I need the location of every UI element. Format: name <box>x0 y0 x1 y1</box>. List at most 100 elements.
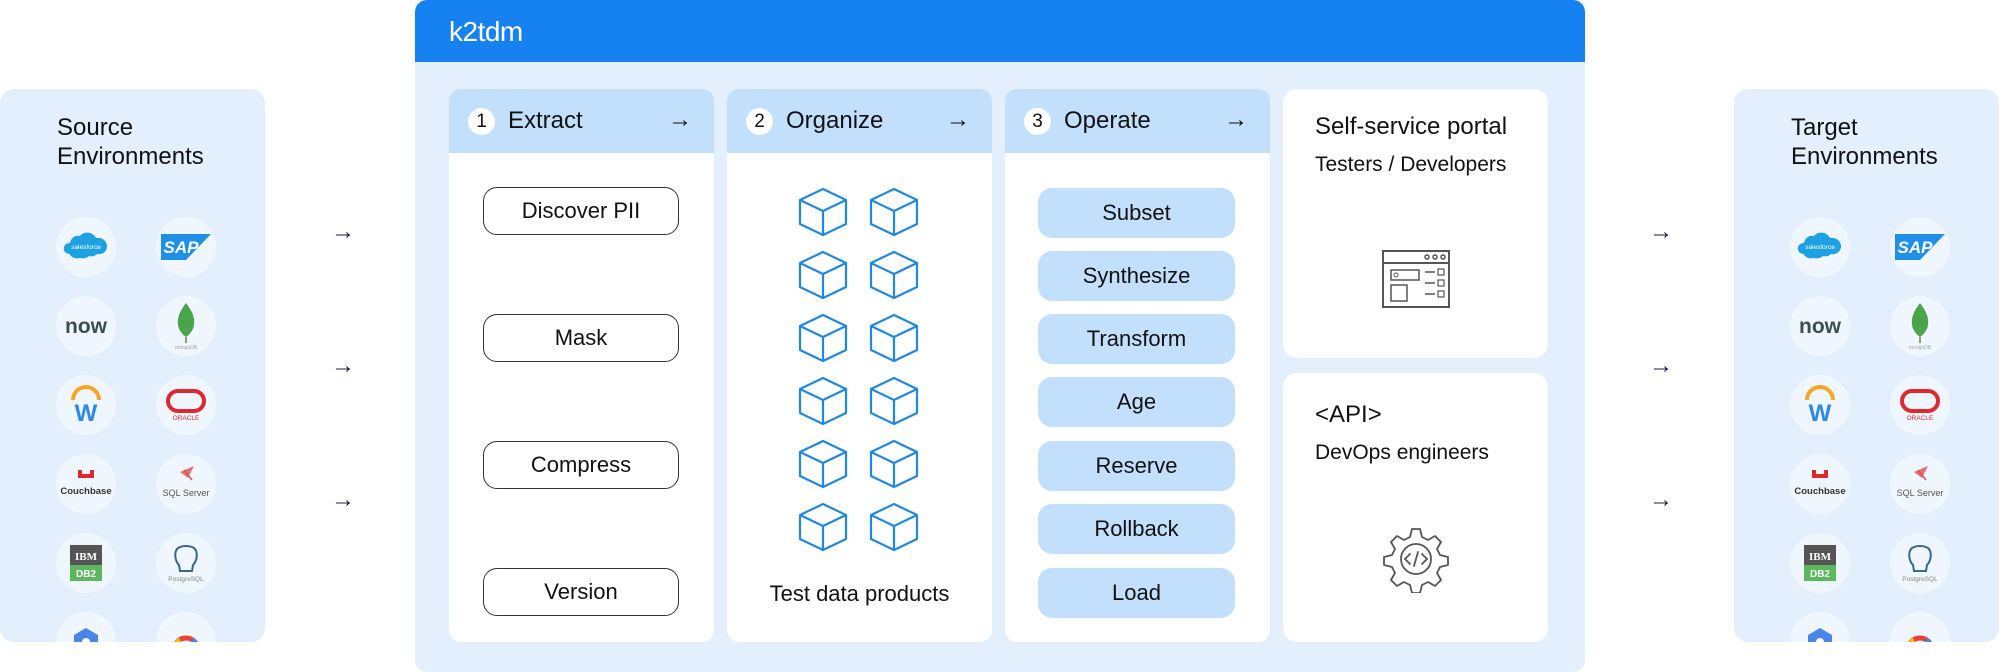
arrow-right-icon: → <box>946 106 970 133</box>
oracle-logo: ORACLE <box>1890 375 1950 435</box>
workday-logo: W <box>1790 375 1850 435</box>
source-environments-title: Source Environments <box>57 114 204 170</box>
sap-logo: SAP <box>156 217 216 277</box>
cube-icon <box>868 187 920 242</box>
mongodb-logo: mongoDB <box>156 296 216 356</box>
self-service-portal-card[interactable]: Self-service portal Testers / Developers <box>1283 89 1548 358</box>
load-button[interactable]: Load <box>1038 568 1235 618</box>
stage-organize-header: 2 Organize → <box>727 89 992 153</box>
sap-logo: SAP <box>1890 217 1950 277</box>
flow-arrow-left-2: → <box>331 352 355 379</box>
sap-logo-text: SAP <box>1898 238 1934 257</box>
cube-icon <box>868 439 920 494</box>
google-cloud-logo <box>1890 612 1950 642</box>
oracle-logo-text: ORACLE <box>173 415 200 422</box>
salesforce-logo: salesforce <box>1790 217 1850 277</box>
api-card[interactable]: <API> DevOps engineers <box>1283 373 1548 642</box>
discover-pii-button[interactable]: Discover PII <box>483 187 679 235</box>
api-title: <API> <box>1315 401 1382 428</box>
mongodb-logo-text: mongoDB <box>1909 345 1932 351</box>
db2-logo-text: DB2 <box>1810 569 1830 580</box>
source-environments-panel: Source Environments salesforce SAP now m… <box>0 89 265 642</box>
sqlserver-logo: SQL Server <box>1890 454 1950 514</box>
servicenow-logo-text: now <box>1799 315 1842 338</box>
cube-icon <box>797 250 849 305</box>
target-environments-title: Target Environments <box>1791 114 1938 170</box>
cube-icon <box>868 502 920 557</box>
version-button[interactable]: Version <box>483 568 679 616</box>
mongodb-logo: mongoDB <box>1890 296 1950 356</box>
workday-logo-text: W <box>1809 400 1832 427</box>
postgresql-logo: PostgreSQL <box>1890 533 1950 593</box>
db2-logo-text: DB2 <box>76 569 96 580</box>
servicenow-logo: now <box>1790 296 1850 356</box>
flow-arrow-right-2: → <box>1649 352 1673 379</box>
cube-icon <box>868 313 920 368</box>
servicenow-logo: now <box>56 296 116 356</box>
stage-number: 3 <box>1024 108 1051 135</box>
stage-title: Extract <box>508 107 583 134</box>
workday-logo-text: W <box>75 400 98 427</box>
cube-icon <box>868 376 920 431</box>
stage-number: 1 <box>468 108 495 135</box>
transform-button[interactable]: Transform <box>1038 314 1235 364</box>
salesforce-logo-text: salesforce <box>71 244 101 251</box>
stage-number: 2 <box>746 108 773 135</box>
rollback-button[interactable]: Rollback <box>1038 504 1235 554</box>
platform-header: k2tdm <box>415 0 1585 62</box>
ibm-logo-text: IBM <box>1809 551 1832 563</box>
stage-organize: 2 Organize → Test data products <box>727 89 992 642</box>
cube-icon <box>797 187 849 242</box>
couchbase-logo: Couchbase <box>1790 454 1850 514</box>
flow-arrow-left-3: → <box>331 486 355 513</box>
stage-title: Operate <box>1064 107 1151 134</box>
oracle-logo: ORACLE <box>156 375 216 435</box>
cube-icon <box>797 313 849 368</box>
sqlserver-logo-text: SQL Server <box>1897 488 1944 498</box>
google-cloud-db-logo <box>1790 612 1850 642</box>
mask-button[interactable]: Mask <box>483 314 679 362</box>
web-portal-icon <box>1382 250 1450 308</box>
cube-icon <box>868 250 920 305</box>
reserve-button[interactable]: Reserve <box>1038 441 1235 491</box>
flow-arrow-right-1: → <box>1649 218 1673 245</box>
synthesize-button[interactable]: Synthesize <box>1038 251 1235 301</box>
cube-icon <box>797 439 849 494</box>
compress-button[interactable]: Compress <box>483 441 679 489</box>
flow-arrow-left-1: → <box>331 218 355 245</box>
stage-extract-header: 1 Extract → <box>449 89 714 153</box>
k2tdm-platform: k2tdm 1 Extract → Discover PII Mask Comp… <box>415 0 1585 672</box>
test-data-products-label: Test data products <box>769 581 950 606</box>
stage-title: Organize <box>786 107 884 134</box>
target-environments-panel: Target Environments salesforce SAP now m… <box>1734 89 1999 642</box>
api-subtitle: DevOps engineers <box>1315 441 1489 464</box>
cube-icon <box>797 502 849 557</box>
ibm-logo-text: IBM <box>75 551 98 563</box>
google-cloud-logo <box>156 612 216 642</box>
salesforce-logo-text: salesforce <box>1805 244 1835 251</box>
age-button[interactable]: Age <box>1038 377 1235 427</box>
couchbase-logo-text: Couchbase <box>1794 486 1845 497</box>
stage-extract: 1 Extract → Discover PII Mask Compress V… <box>449 89 714 642</box>
postgresql-logo-text: PostgreSQL <box>168 576 204 583</box>
subset-button[interactable]: Subset <box>1038 188 1235 238</box>
k2tdm-logo: k2tdm <box>449 16 523 47</box>
postgresql-logo: PostgreSQL <box>156 533 216 593</box>
postgresql-logo-text: PostgreSQL <box>1902 576 1938 583</box>
workday-logo: W <box>56 375 116 435</box>
couchbase-logo: Couchbase <box>56 454 116 514</box>
couchbase-logo-text: Couchbase <box>60 486 111 497</box>
arrow-right-icon: → <box>1224 106 1248 133</box>
stage-operate: 3 Operate → Subset Synthesize Transform … <box>1005 89 1270 642</box>
ibm-db2-logo: IBM DB2 <box>56 533 116 593</box>
stage-operate-header: 3 Operate → <box>1005 89 1270 153</box>
flow-arrow-right-3: → <box>1649 486 1673 513</box>
portal-title: Self-service portal <box>1315 113 1508 140</box>
ibm-db2-logo: IBM DB2 <box>1790 533 1850 593</box>
oracle-logo-text: ORACLE <box>1907 415 1934 422</box>
servicenow-logo-text: now <box>65 315 108 338</box>
portal-subtitle: Testers / Developers <box>1315 153 1507 176</box>
salesforce-logo: salesforce <box>56 217 116 277</box>
cube-icon <box>797 376 849 431</box>
sap-logo-text: SAP <box>164 238 200 257</box>
